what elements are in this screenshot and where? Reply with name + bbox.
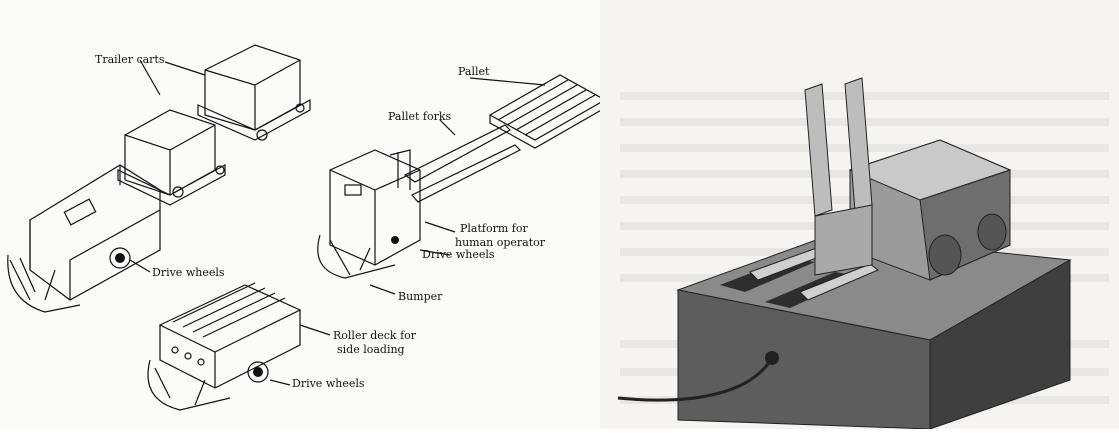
roller-deck-vehicle — [147, 282, 302, 411]
drive-wheel — [109, 247, 131, 269]
drive-wheel — [247, 361, 269, 383]
trailer-cart-front — [117, 109, 226, 206]
label-roller-deck-line2: side loading — [337, 343, 405, 356]
fork-carriage — [814, 204, 873, 276]
agv-types-diagram: Trailer carts Pallet Pallet forks Platfo… — [7, 44, 607, 411]
floor-base-front — [677, 289, 931, 429]
bleed-through-text — [620, 92, 1109, 100]
guide-wire-cable — [617, 357, 774, 402]
fork-right — [799, 263, 879, 301]
floor-base-side — [929, 259, 1071, 429]
label-platform-line1: Platform for — [460, 222, 528, 235]
label-pallet: Pallet — [458, 65, 490, 78]
label-platform-line2: human operator — [455, 236, 546, 249]
forklift-3d-illustration — [617, 77, 1072, 429]
forklift-agv-render — [600, 0, 1119, 429]
vehicle-wheel — [977, 213, 1007, 251]
trailer-cart-rear — [197, 44, 311, 141]
pallet-truck — [317, 124, 522, 279]
pallet-drawing — [488, 74, 607, 149]
mast-left — [804, 83, 833, 217]
label-drive-wheels-forklift: Drive wheels — [422, 248, 495, 261]
vehicle-wheel — [928, 234, 962, 276]
towing-vehicle — [7, 164, 161, 313]
label-drive-wheels-roller: Drive wheels — [292, 377, 365, 390]
label-pallet-forks: Pallet forks — [388, 110, 452, 123]
mast-right — [844, 77, 873, 212]
agv-line-drawing: Trailer carts Pallet Pallet forks Platfo… — [7, 44, 607, 411]
label-roller-deck-line1: Roller deck for — [333, 329, 417, 342]
label-drive-wheels-towing: Drive wheels — [152, 266, 225, 279]
label-trailer-carts: Trailer carts — [95, 53, 165, 66]
label-bumper: Bumper — [398, 290, 443, 303]
